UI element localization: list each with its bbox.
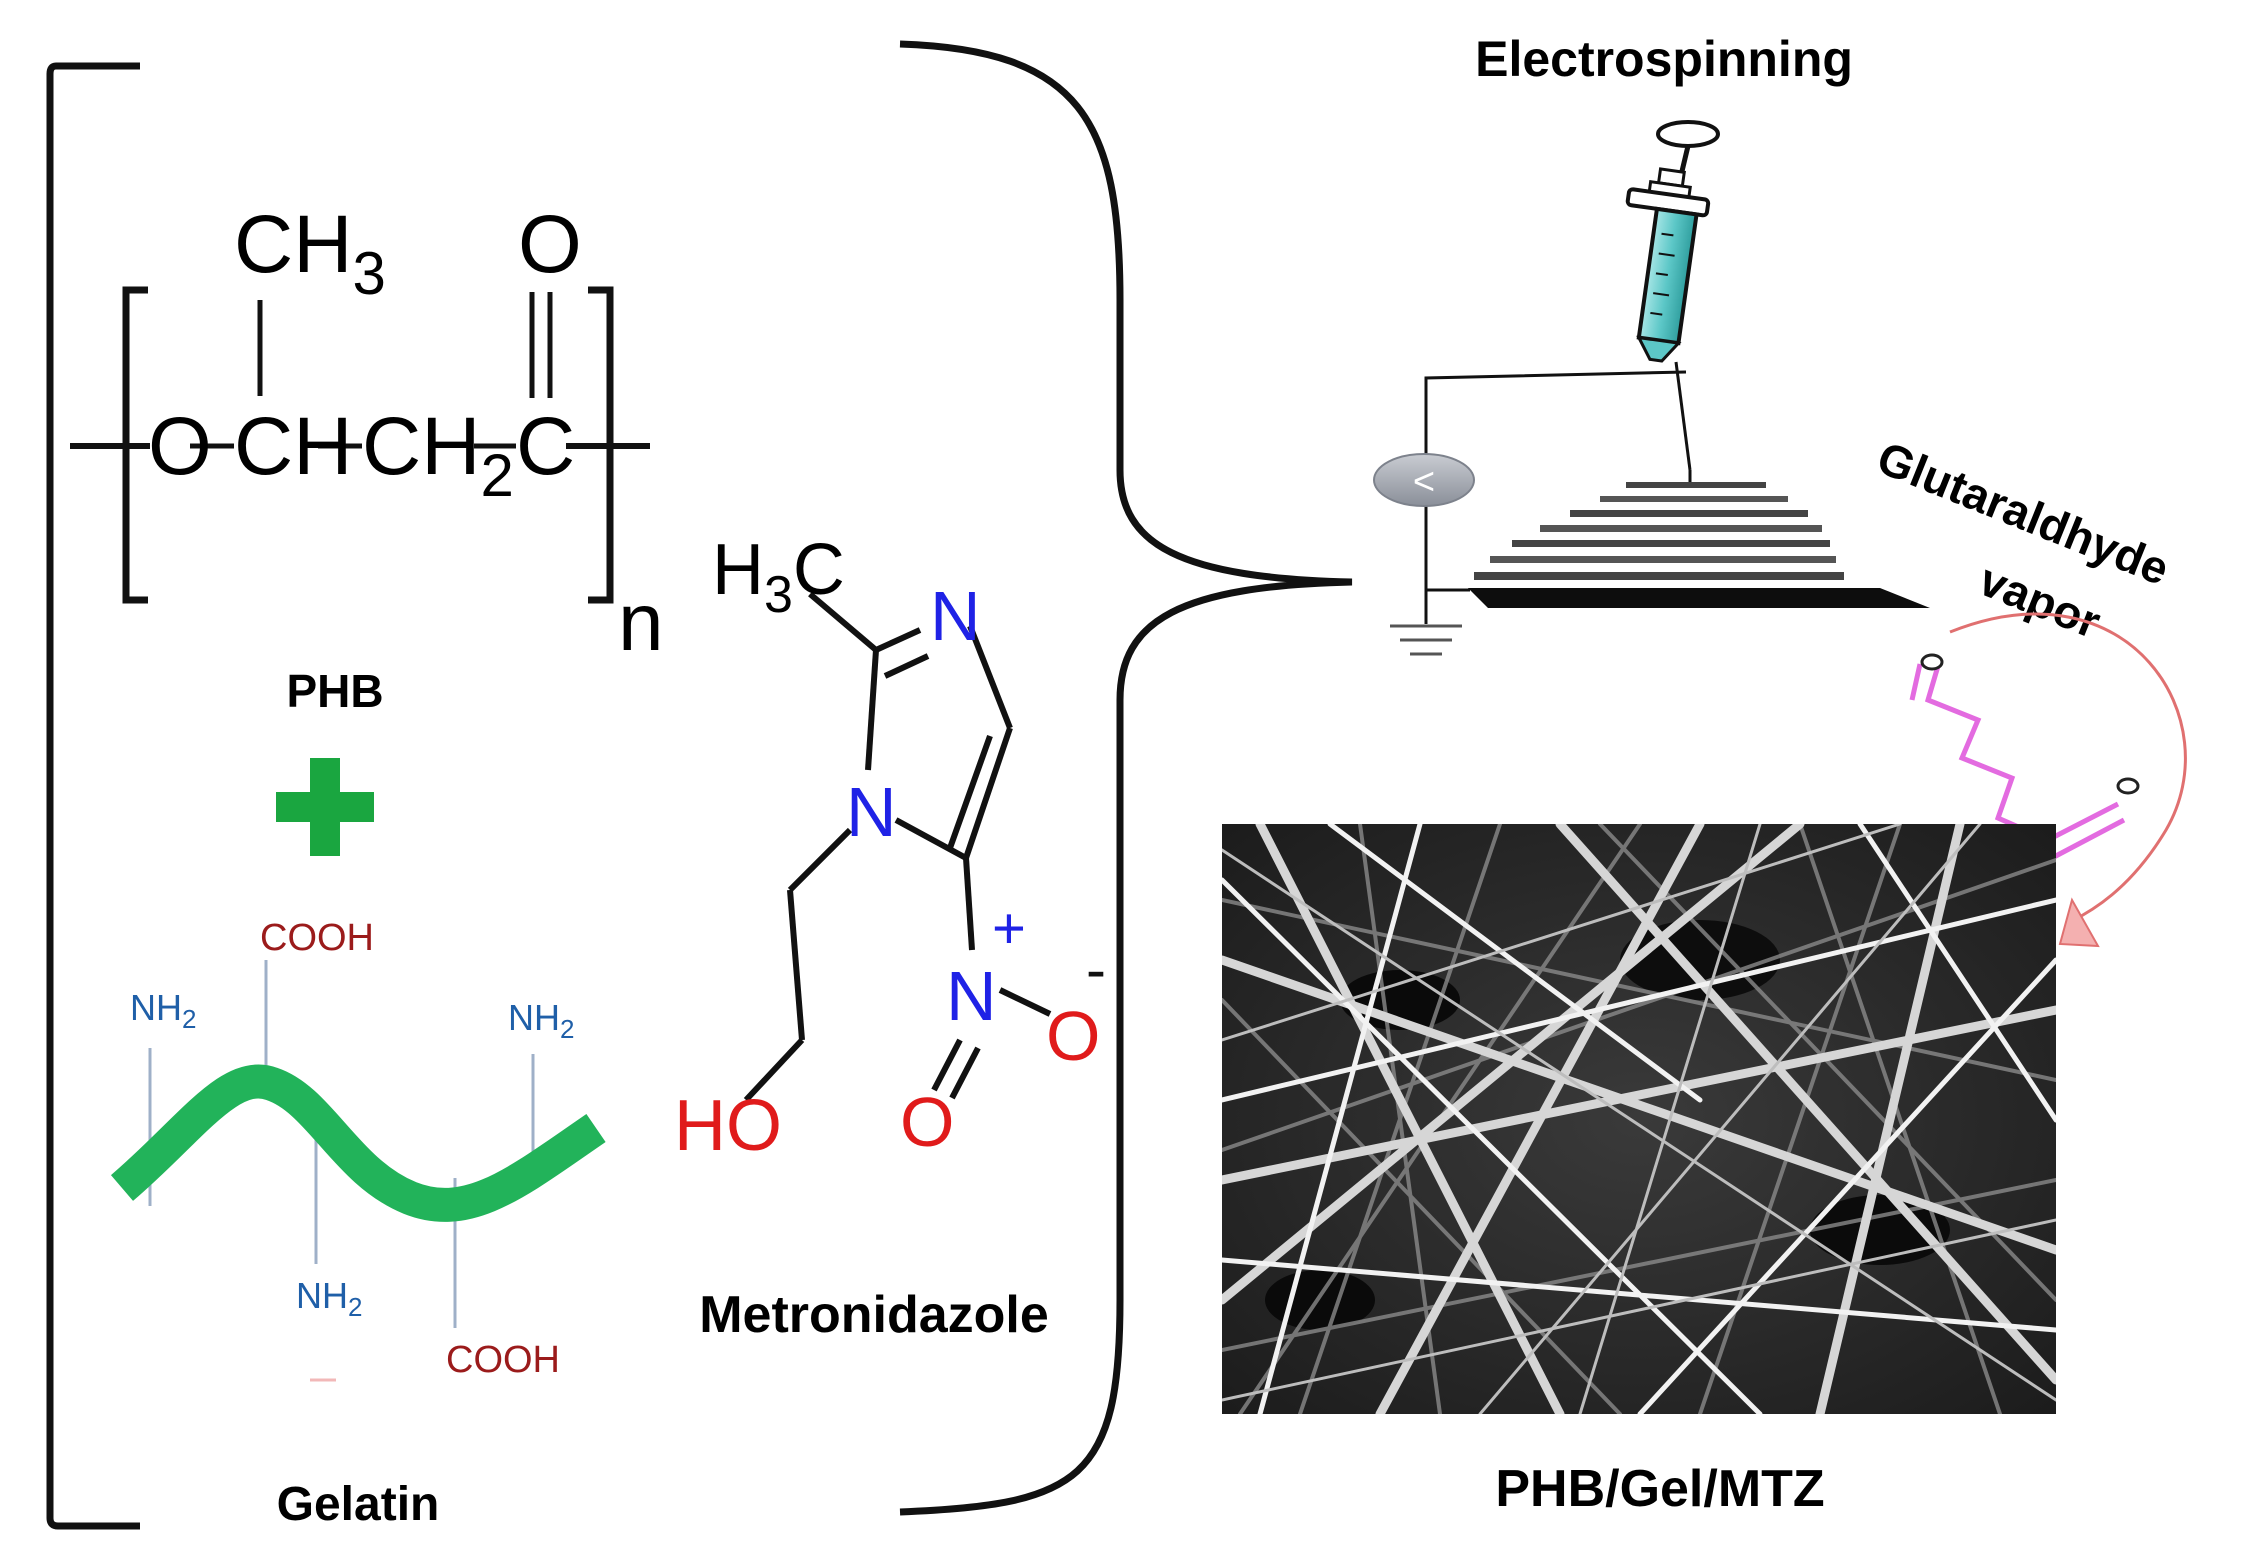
phb-structure: O CH CH3 CH2 C O n xyxy=(70,199,664,668)
metronidazole-structure: H3C N N N + O - O HO xyxy=(674,530,1106,1166)
svg-text:<: < xyxy=(1413,461,1435,503)
mtz-o-minus: O xyxy=(1046,997,1100,1075)
mtz-minus: - xyxy=(1086,936,1106,1003)
circuit-wires xyxy=(1424,370,1687,624)
phb-n-subscript: n xyxy=(618,577,664,668)
gelatin-nh2-top-left: NH2 xyxy=(130,987,196,1034)
mtz-plus: + xyxy=(992,896,1026,961)
mtz-n-left: N xyxy=(846,773,897,851)
electrospinning-label: Electrospinning xyxy=(1475,31,1853,87)
right-curly-brace xyxy=(899,40,1353,1516)
phb-label: PHB xyxy=(286,665,383,717)
gelatin-strand: NH2 COOH NH2 NH2 COOH xyxy=(110,917,606,1382)
mtz-o-double: O xyxy=(900,1083,954,1161)
syringe-icon xyxy=(1625,120,1720,471)
phb-o-chain: O xyxy=(148,401,212,492)
crosslink-arrow xyxy=(1949,612,2187,948)
phb-ch: CH xyxy=(234,401,352,492)
phb-c: C xyxy=(516,401,575,492)
gelatin-nh2-top-right: NH2 xyxy=(508,997,574,1044)
phb-ch3: CH3 xyxy=(234,199,386,307)
phb-ch2: CH2 xyxy=(362,401,514,509)
sem-image xyxy=(1222,824,2056,1414)
gelatin-cooh-bottom: COOH xyxy=(446,1339,560,1381)
phb-o-carbonyl: O xyxy=(518,199,582,290)
product-label: PHB/Gel/MTZ xyxy=(1495,1460,1824,1518)
voltage-source-icon: < xyxy=(1373,453,1475,507)
mtz-n-nitro: N xyxy=(946,957,997,1035)
gelatin-cooh-top: COOH xyxy=(260,917,374,959)
metronidazole-label: Metronidazole xyxy=(699,1286,1049,1344)
gelatin-nh2-bottom: NH2 xyxy=(296,1275,362,1322)
mtz-h3c: H3C xyxy=(712,530,845,624)
mtz-ho: HO xyxy=(674,1086,782,1166)
fiber-collector xyxy=(1468,470,1930,608)
mtz-n-top: N xyxy=(930,577,981,655)
gelatin-label: Gelatin xyxy=(277,1478,440,1531)
plus-sign xyxy=(276,758,374,856)
glutaraldehyde-line2: vapor xyxy=(1972,553,2108,648)
ground-icon xyxy=(1390,624,1462,656)
left-bracket xyxy=(46,62,140,1530)
